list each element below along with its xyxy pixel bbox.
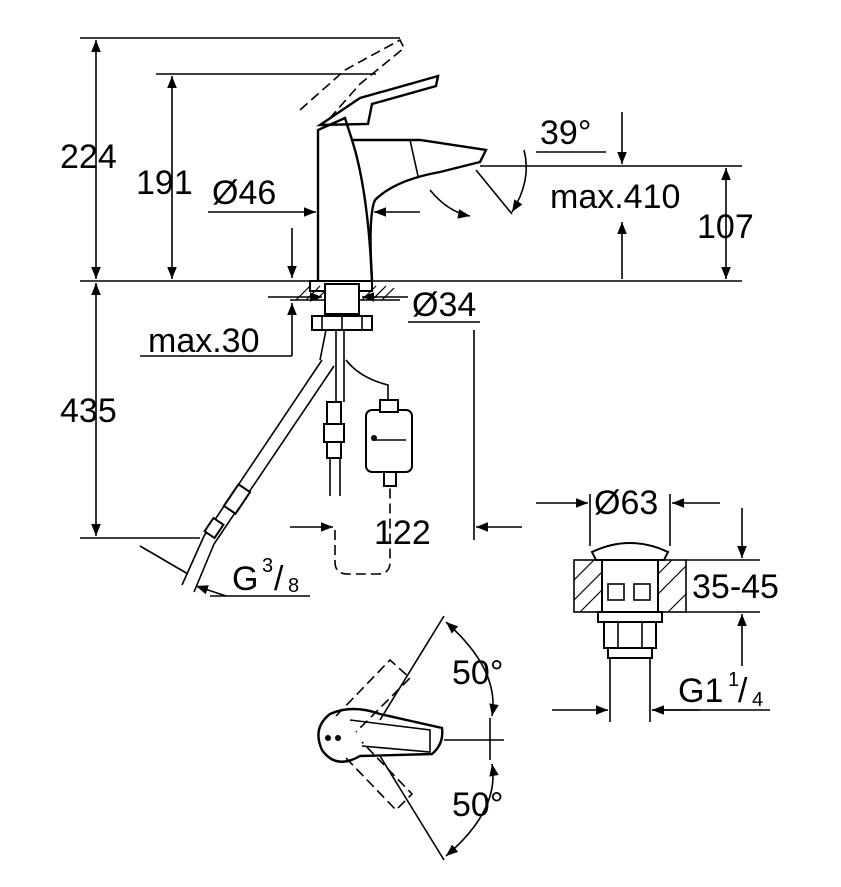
- dim-hose-length: 435: [60, 283, 200, 539]
- control-box: [365, 409, 413, 473]
- dim-lever-angle: 39°: [429, 114, 606, 219]
- dim-body-diameter: Ø46: [208, 174, 420, 217]
- label-107: 107: [697, 208, 754, 246]
- label-g1-den: 4: [752, 689, 763, 711]
- dim-spout-height: 107: [697, 168, 754, 279]
- faucet-lever: [315, 74, 440, 127]
- label-39deg: 39°: [540, 114, 591, 152]
- label-122: 122: [374, 514, 431, 552]
- dim-lever-height: 191: [136, 73, 376, 279]
- label-g1-num: 1: [728, 669, 739, 691]
- flex-hose: [203, 359, 335, 545]
- label-191: 191: [136, 164, 193, 202]
- cable-loop: [334, 486, 391, 575]
- top-view-lever-left: [335, 658, 412, 733]
- dim-max-thickness: max.30: [140, 228, 297, 360]
- dim-total-height: 224: [60, 37, 400, 279]
- label-d63: Ø63: [594, 484, 658, 522]
- label-35-45: 35-45: [692, 568, 779, 606]
- label-224: 224: [60, 138, 117, 176]
- label-g1: G1: [678, 672, 723, 710]
- label-g-num: 3: [262, 555, 273, 577]
- fraction-slash-2: /: [738, 672, 748, 710]
- label-max30: max.30: [148, 322, 260, 360]
- lever-raised-outline: [299, 38, 406, 119]
- label-50deg-bottom: 50°: [452, 786, 503, 824]
- hose-fitting: [222, 482, 252, 516]
- dim-waste-thread: G1 1 / 4: [552, 669, 770, 715]
- label-50deg-top: 50°: [452, 654, 503, 692]
- faucet-side-view: [80, 38, 742, 593]
- hose-connector: [326, 401, 342, 425]
- dim-waste-diameter: Ø63: [536, 484, 720, 546]
- dim-hose-offset: 122: [290, 330, 522, 552]
- label-g-den: 8: [288, 575, 299, 597]
- label-g: G: [232, 560, 258, 598]
- faucet-body: [316, 116, 374, 282]
- waste-cap: [590, 542, 670, 561]
- dim-waste-range: 35-45: [686, 508, 779, 666]
- mount-shank: [324, 283, 360, 315]
- label-d46: Ø46: [212, 174, 276, 212]
- top-view-lever-right: [345, 741, 414, 812]
- waste-valve: [573, 542, 687, 722]
- fraction-slash: /: [274, 560, 284, 598]
- faucet-spout: [352, 138, 488, 282]
- label-d34: Ø34: [412, 286, 476, 324]
- top-view-lever: [317, 707, 444, 763]
- dim-connection-thread: G 3 / 8: [139, 545, 310, 598]
- dim-mount-diameter: Ø34: [268, 286, 480, 324]
- dim-max-spout: max.410: [480, 112, 742, 279]
- label-435: 435: [60, 392, 117, 430]
- faucet-top-view: 50° 50°: [317, 615, 504, 861]
- label-max410: max.410: [550, 178, 680, 216]
